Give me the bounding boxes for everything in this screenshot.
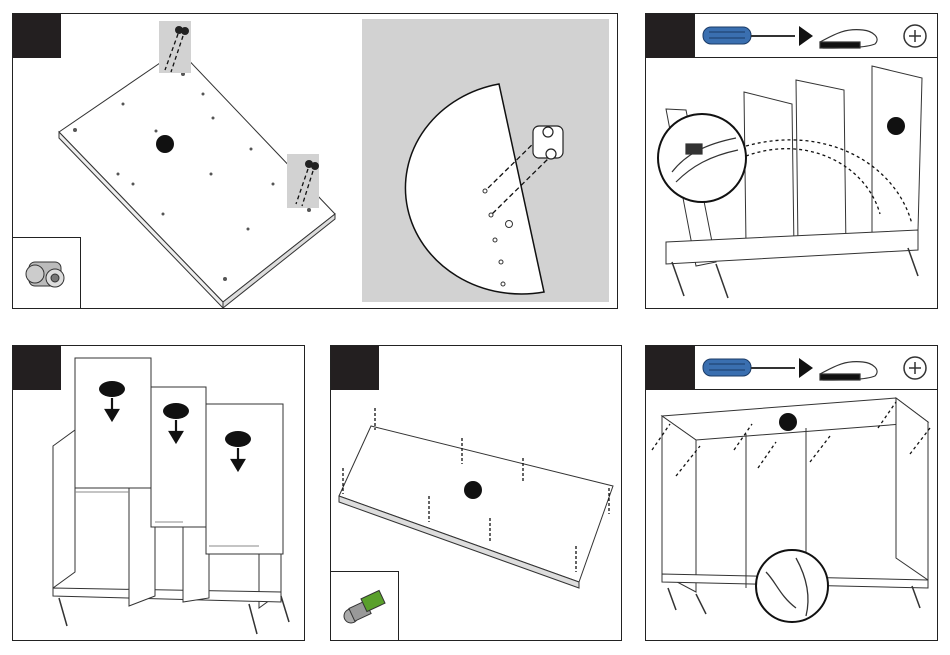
part-marker — [464, 481, 482, 499]
part-marker — [156, 135, 174, 153]
step-1-illustration — [13, 14, 618, 309]
step-3-panel — [12, 345, 305, 641]
step-1-panel — [12, 13, 618, 309]
step-5-illustration — [646, 346, 938, 641]
hardware-thumbnail — [331, 571, 399, 640]
hardware-thumbnail — [13, 237, 81, 308]
step-3-illustration — [13, 346, 305, 641]
step-5-panel — [645, 345, 938, 641]
step-2-illustration — [646, 14, 938, 309]
part-marker — [887, 117, 905, 135]
detail-zoom-circle — [756, 550, 828, 622]
step-2-panel — [645, 13, 938, 309]
cam-bolt-dowel-icon — [331, 572, 398, 640]
part-marker — [779, 413, 797, 431]
cam-fitting-detail — [533, 126, 563, 159]
detail-zoom-circle — [658, 114, 746, 202]
cam-lock-fitting-icon — [13, 238, 80, 308]
step-4-panel — [330, 345, 622, 641]
